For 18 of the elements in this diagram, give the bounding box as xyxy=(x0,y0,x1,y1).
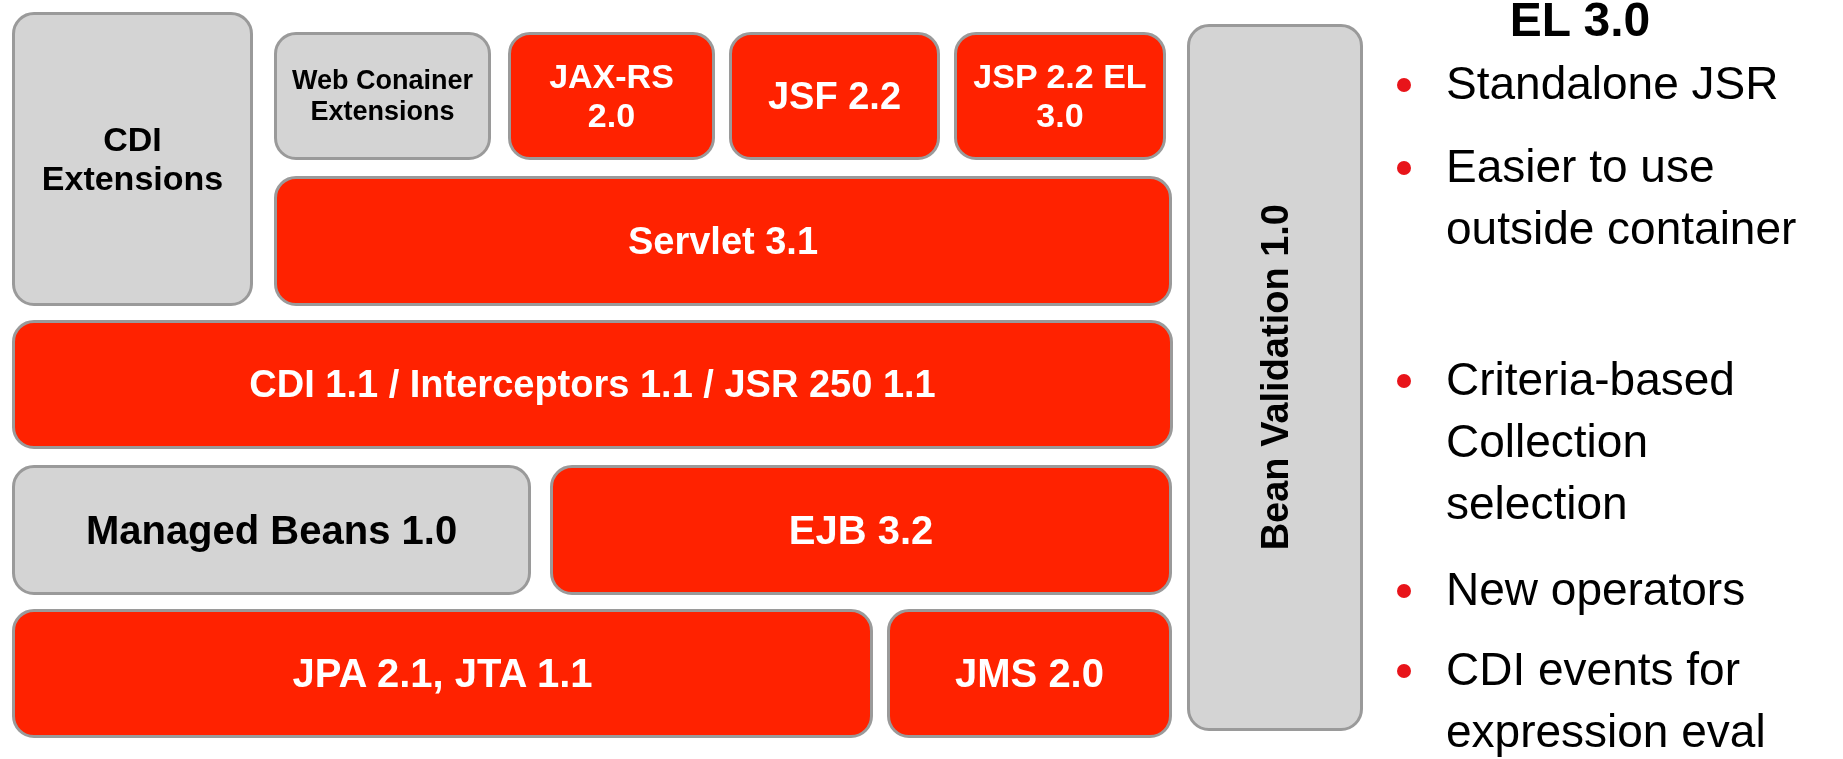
bullet-text: Criteria-based Collection selection xyxy=(1446,352,1736,531)
bullet-text: New operators xyxy=(1446,562,1747,617)
layer-block: CDI 1.1 / Interceptors 1.1 / JSR 250 1.1 xyxy=(12,320,1173,449)
heading: EL 3.0 xyxy=(1508,0,1652,47)
layer-block: Web Conainer Extensions xyxy=(274,32,491,160)
layer-block: EJB 3.2 xyxy=(550,465,1172,595)
layer-block: CDI Extensions xyxy=(12,12,253,306)
layer-block: JPA 2.1, JTA 1.1 xyxy=(12,609,873,738)
bullet-text: Easier to use outside container xyxy=(1446,139,1798,256)
layer-block: Managed Beans 1.0 xyxy=(12,465,531,595)
bullet-text: CDI events for expression eval xyxy=(1446,642,1767,759)
layer-block: JAX-RS 2.0 xyxy=(508,32,715,160)
layer-block: JSP 2.2 EL 3.0 xyxy=(954,32,1166,160)
layer-block: Servlet 3.1 xyxy=(274,176,1172,306)
layer-block: JSF 2.2 xyxy=(729,32,940,160)
layer-block: JMS 2.0 xyxy=(887,609,1172,738)
vertical-block: Bean Validation 1.0 xyxy=(1187,24,1363,731)
bullet-text: Standalone JSR xyxy=(1446,56,1780,111)
